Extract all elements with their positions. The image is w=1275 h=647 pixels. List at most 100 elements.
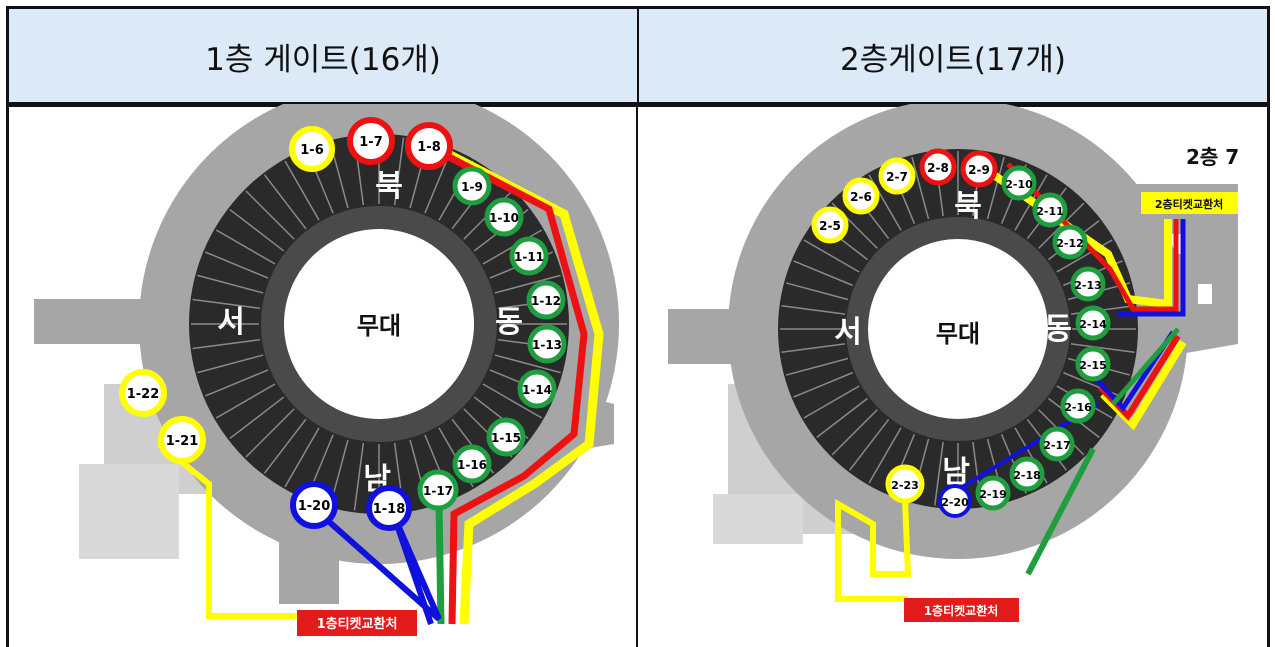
gate-2-23[interactable]: 2-23 xyxy=(885,464,925,504)
floor2-ticket-office-1f xyxy=(904,598,1019,622)
seat-row-line xyxy=(215,229,276,265)
gate-2-14[interactable]: 2-14 xyxy=(1075,305,1111,341)
svg-text:1-11: 1-11 xyxy=(514,250,544,264)
gate-2-19[interactable]: 2-19 xyxy=(975,475,1011,511)
gate-2-16[interactable]: 2-16 xyxy=(1060,388,1096,424)
floor1-gates: 1-6 1-7 1-8 1-9 1-10 1-11 1-12 1-13 1-14… xyxy=(119,117,567,531)
seat-row-line xyxy=(245,190,295,240)
blue-route xyxy=(307,501,442,625)
gate-2-8[interactable]: 2-8 xyxy=(919,148,957,186)
seat-row-line xyxy=(911,156,930,220)
seat-row-line xyxy=(793,260,853,287)
southwest-annex xyxy=(79,464,179,559)
seat-row-line xyxy=(393,137,405,206)
floor2-gates: 2-5 2-6 2-7 2-8 2-9 2-10 2-11 2-12 2-13 … xyxy=(811,148,1111,518)
svg-text:2-10: 2-10 xyxy=(1005,178,1033,191)
svg-text:1-8: 1-8 xyxy=(417,140,441,155)
svg-text:2-11: 2-11 xyxy=(1036,205,1064,218)
floor1-map: 무대 북 동 남 서 1층티켓교환처 1-6 1-7 1-8 1-9 1-10 … xyxy=(34,104,619,636)
stage-area xyxy=(284,229,474,419)
yellow-route-south xyxy=(835,498,912,602)
column-divider xyxy=(636,104,638,647)
stage-area xyxy=(868,239,1048,419)
seat-row-line xyxy=(1070,343,1135,353)
seat-row-line xyxy=(803,385,860,419)
ticket-office-2f-label: 2층티켓교환처 xyxy=(1155,197,1223,211)
gate-1-10[interactable]: 1-10 xyxy=(484,197,524,237)
gate-2-20[interactable]: 2-20 xyxy=(938,484,972,518)
seat-row-line xyxy=(263,174,307,230)
gate-2-15[interactable]: 2-15 xyxy=(1075,346,1111,382)
gate-2-7[interactable]: 2-7 xyxy=(878,157,916,195)
gate-1-14[interactable]: 1-14 xyxy=(517,369,557,409)
seat-row-line xyxy=(785,282,849,301)
floor1-ticket-office-label: 1층티켓교환처 xyxy=(317,616,398,632)
east-label: 동 xyxy=(1044,312,1072,347)
green-route-south xyxy=(1025,447,1096,576)
gate-table: 1층 게이트(16개) 2층게이트(17개) xyxy=(6,6,1270,647)
gate-2-11[interactable]: 2-11 xyxy=(1032,192,1068,228)
seat-row-line xyxy=(816,397,869,438)
seat-row-line xyxy=(245,408,295,458)
gate-1-15[interactable]: 1-15 xyxy=(486,417,526,457)
gate-1-13[interactable]: 1-13 xyxy=(527,324,567,364)
svg-text:2-9: 2-9 xyxy=(968,163,990,177)
gate-1-17[interactable]: 1-17 xyxy=(417,469,459,511)
svg-text:2-7: 2-7 xyxy=(886,170,908,184)
stage-label: 무대 xyxy=(357,312,401,340)
gate-1-21[interactable]: 1-21 xyxy=(158,416,206,464)
gate-1-16[interactable]: 1-16 xyxy=(452,444,492,484)
gate-2-5[interactable]: 2-5 xyxy=(811,206,849,244)
gate-1-9[interactable]: 1-9 xyxy=(452,166,492,206)
seat-row-line xyxy=(986,156,1005,220)
seat-row-line xyxy=(1063,371,1123,398)
seat-row-line xyxy=(284,427,320,488)
svg-text:2-18: 2-18 xyxy=(1013,469,1041,482)
floor2-ticket-office-2f xyxy=(1141,192,1238,214)
seat-row-line xyxy=(831,409,878,456)
gate-1-12[interactable]: 1-12 xyxy=(526,280,566,320)
svg-text:2-16: 2-16 xyxy=(1064,401,1092,414)
seat-row-line xyxy=(482,383,543,419)
svg-text:2-6: 2-6 xyxy=(850,190,872,204)
gate-1-18[interactable]: 1-18 xyxy=(366,485,412,531)
gate-2-10[interactable]: 2-10 xyxy=(1001,165,1037,201)
svg-text:1-12: 1-12 xyxy=(531,294,561,308)
north-label: 북 xyxy=(954,189,982,224)
seat-row-line xyxy=(849,418,890,471)
gate-1-6[interactable]: 1-6 xyxy=(289,126,335,172)
gate-1-20[interactable]: 1-20 xyxy=(290,481,338,529)
gate-1-8[interactable]: 1-8 xyxy=(405,122,453,170)
seat-row-line xyxy=(353,442,365,511)
gate-2-13[interactable]: 2-13 xyxy=(1070,266,1106,302)
gate-1-7[interactable]: 1-7 xyxy=(347,117,395,165)
gate-1-22[interactable]: 1-22 xyxy=(119,369,167,417)
svg-text:1-21: 1-21 xyxy=(166,434,199,449)
gate-2-18[interactable]: 2-18 xyxy=(1009,456,1045,492)
gate-1-11[interactable]: 1-11 xyxy=(509,236,549,276)
floor1-ticket-office xyxy=(297,610,417,636)
floor2-map: 무대 북 동 남 서 1층티켓교환처 2층티켓교환처 2층 7 2-5 2-6 … xyxy=(668,104,1239,622)
gate-2-12[interactable]: 2-12 xyxy=(1052,224,1088,260)
green-route xyxy=(435,503,445,625)
svg-text:2-19: 2-19 xyxy=(979,488,1007,501)
seat-row-line xyxy=(192,338,261,350)
svg-text:2-5: 2-5 xyxy=(819,219,841,233)
svg-text:1-20: 1-20 xyxy=(298,499,331,514)
seat-row-line xyxy=(205,251,269,279)
svg-text:2-15: 2-15 xyxy=(1079,359,1107,372)
gate-2-6[interactable]: 2-6 xyxy=(842,177,880,215)
gate-2-17[interactable]: 2-17 xyxy=(1039,426,1075,462)
seat-row-line xyxy=(205,369,269,397)
seat-row-line xyxy=(494,274,561,294)
seat-row-line xyxy=(263,418,307,474)
svg-text:1-10: 1-10 xyxy=(489,211,519,225)
seat-row-line xyxy=(868,427,902,484)
west-wing xyxy=(34,299,149,344)
west-label: 서 xyxy=(217,305,245,340)
svg-text:1-18: 1-18 xyxy=(373,502,406,517)
east-label: 동 xyxy=(495,305,523,340)
west-label: 서 xyxy=(834,315,862,350)
seat-row-line xyxy=(1056,239,1113,273)
gate-2-9[interactable]: 2-9 xyxy=(960,150,998,188)
